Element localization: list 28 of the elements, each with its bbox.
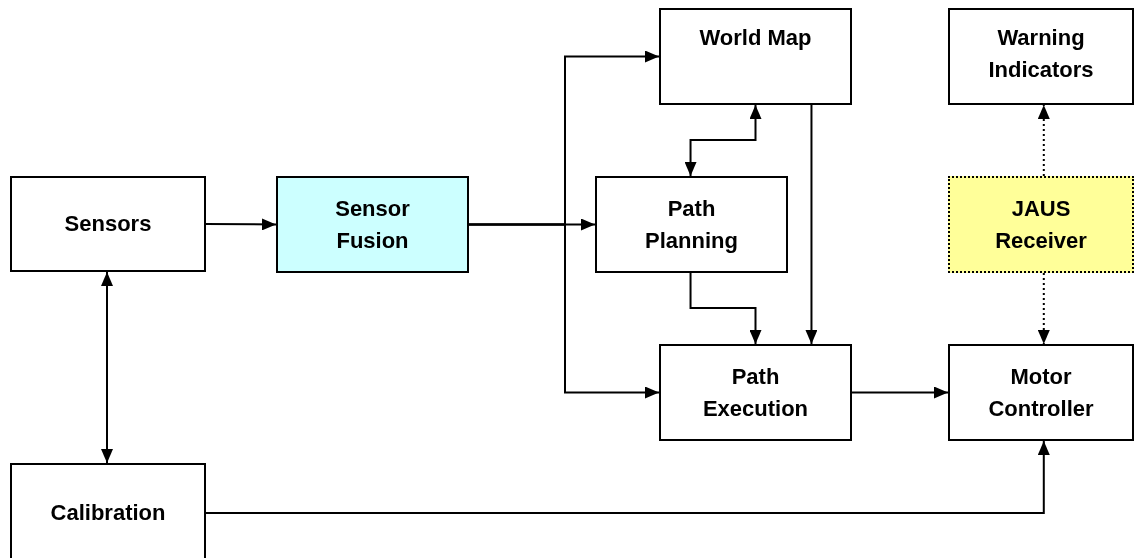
process-box — [659, 344, 852, 441]
box-label: Calibration — [50, 499, 166, 527]
process-box — [948, 176, 1134, 273]
box-label: Warning Indicators — [987, 24, 1095, 84]
arrow — [1037, 104, 1050, 177]
arrow — [689, 272, 762, 345]
process-box — [659, 8, 852, 105]
box-label: World Map — [699, 24, 812, 52]
process-box — [10, 176, 206, 272]
process-box — [948, 344, 1134, 441]
box-label: Path Execution — [701, 362, 810, 423]
box-label: Sensor Fusion — [334, 194, 411, 255]
box-label: Path Planning — [644, 194, 739, 255]
box-label: Motor Controller — [987, 362, 1095, 423]
process-box — [276, 176, 469, 273]
arrow — [684, 104, 762, 177]
process-box — [10, 463, 206, 558]
arrow — [1037, 272, 1050, 345]
arrow — [205, 218, 277, 231]
arrow — [468, 223, 660, 399]
box-label: Sensors — [64, 210, 152, 238]
arrow — [805, 104, 818, 345]
process-box — [595, 176, 788, 273]
process-box — [948, 8, 1134, 105]
arrow — [101, 271, 113, 464]
box-label: JAUS Receiver — [994, 194, 1088, 255]
arrow — [205, 440, 1050, 514]
arrow — [851, 386, 949, 399]
